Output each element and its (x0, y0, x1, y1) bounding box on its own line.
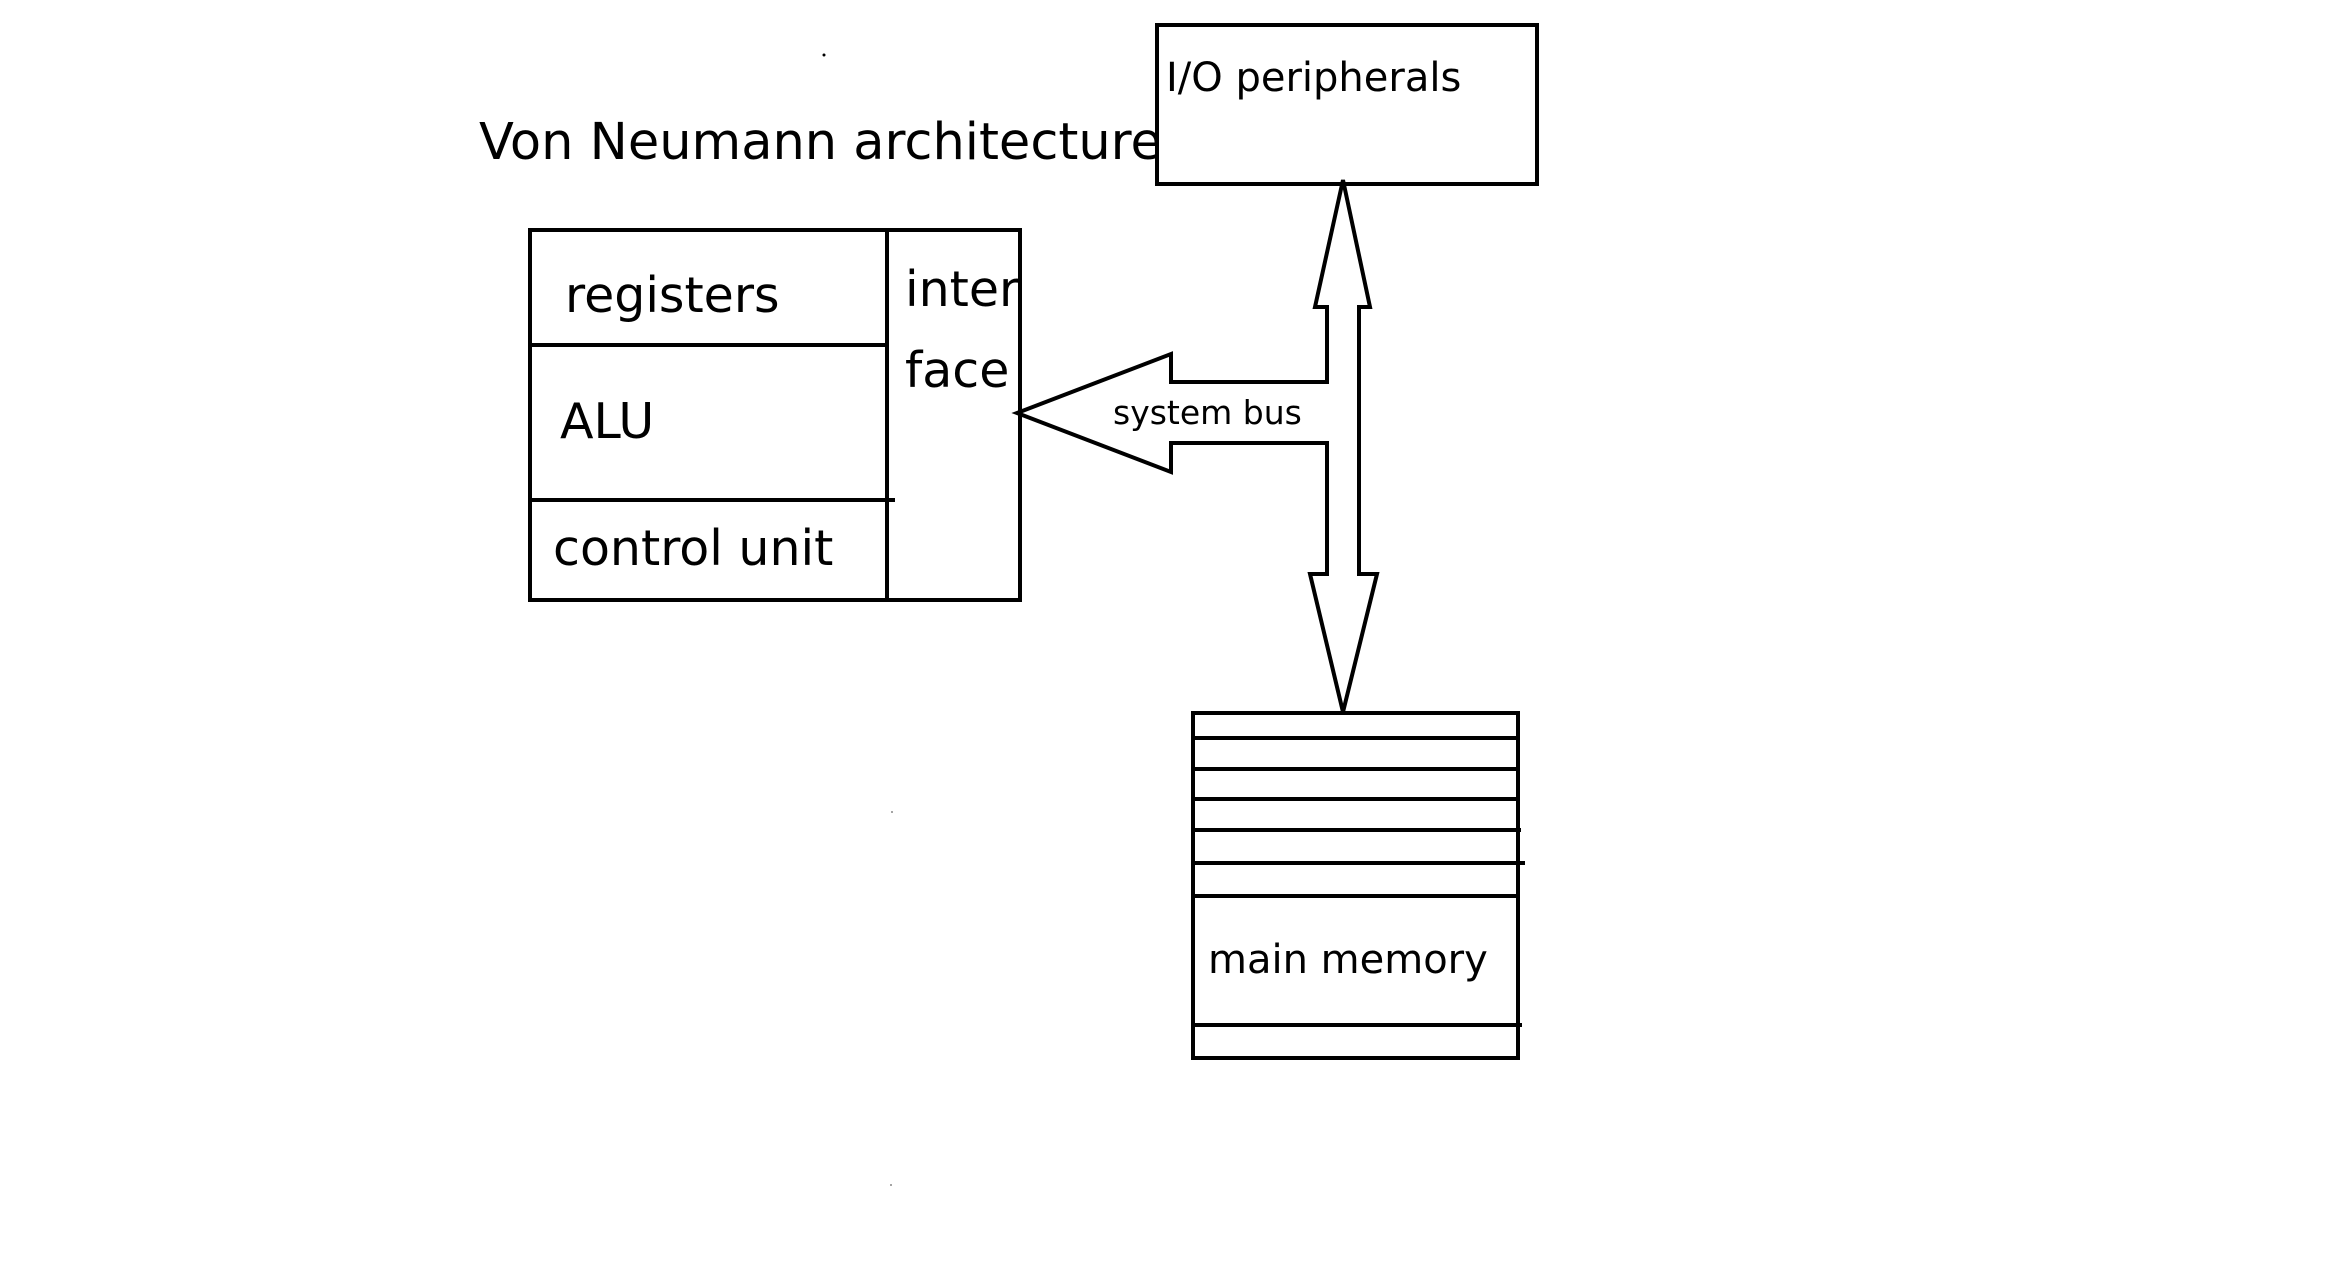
main-memory-block: main memory (1191, 711, 1525, 1060)
stray-dot (891, 811, 893, 813)
system-bus-arrow (1011, 179, 1380, 713)
stray-dot (890, 1184, 892, 1186)
stray-dot (822, 53, 826, 57)
main-memory-box (1191, 711, 1520, 1060)
cpu-block: registers ALU control unit inter face (528, 228, 1022, 602)
io-peripherals-block: I/O peripherals (1155, 23, 1539, 186)
main-memory-label: main memory (1208, 937, 1488, 983)
interface-label-line1: inter (905, 261, 1020, 318)
io-peripherals-box (1155, 23, 1539, 186)
cpu-outline (528, 228, 1022, 602)
diagram-title: Von Neumann architecture (479, 113, 1162, 172)
system-bus-label: system bus (1113, 393, 1302, 432)
control-unit-label: control unit (553, 520, 833, 577)
alu-label: ALU (560, 393, 654, 450)
interface-label-line2: face (905, 342, 1009, 399)
io-peripherals-label: I/O peripherals (1166, 55, 1461, 101)
system-bus: system bus (1011, 179, 1380, 713)
registers-label: registers (565, 267, 780, 324)
